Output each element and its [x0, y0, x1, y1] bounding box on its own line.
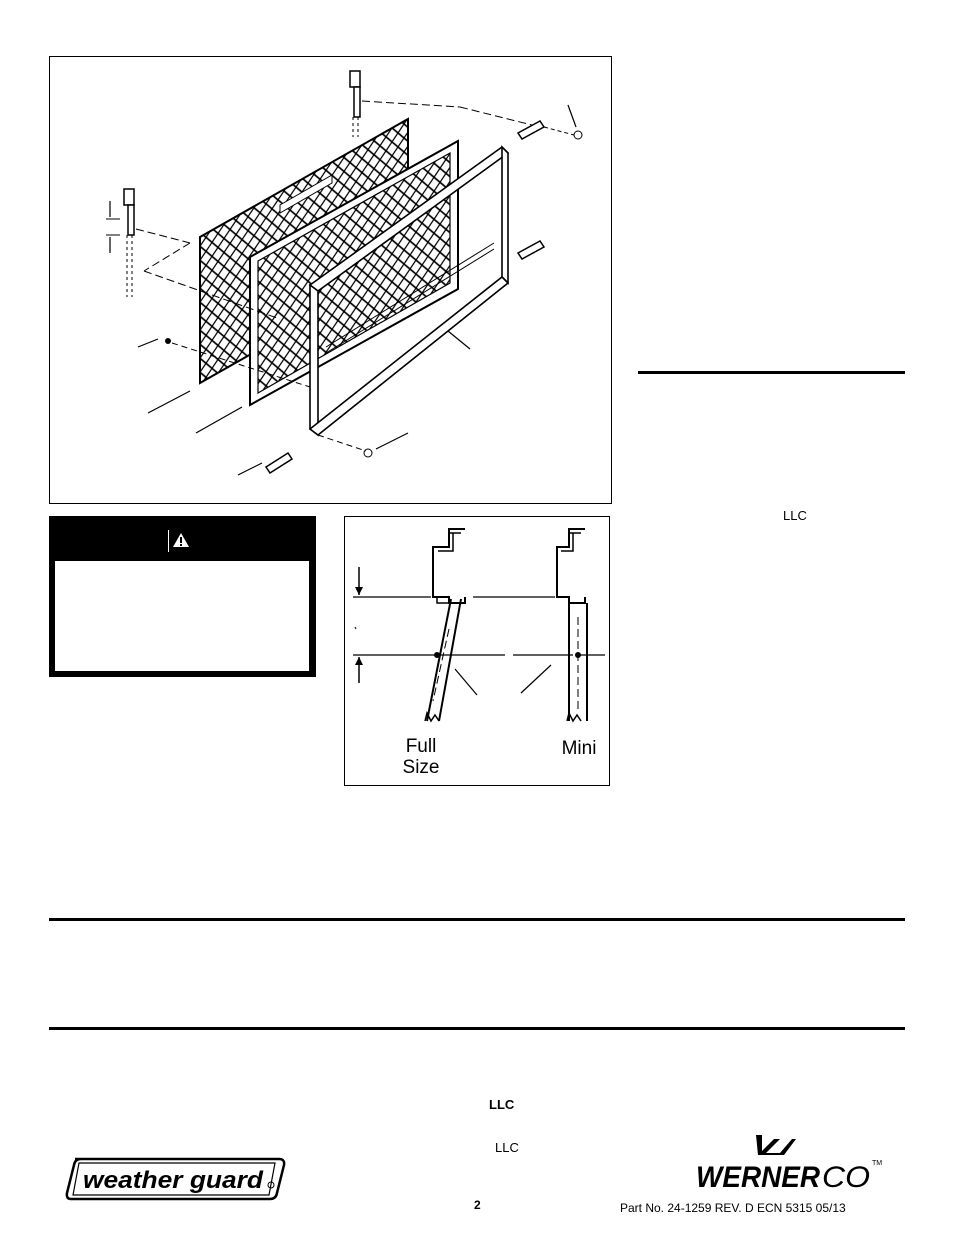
bracket-drawing: [353, 528, 605, 723]
warning-body: [55, 561, 309, 671]
page-number: 2: [474, 1198, 481, 1212]
warning-box: [49, 516, 316, 677]
footer-llc-regular: LLC: [495, 1140, 519, 1155]
footer-llc-bold: LLC: [489, 1097, 515, 1112]
warning-triangle-icon: [173, 533, 189, 547]
svg-text:WERNER: WERNER: [696, 1161, 820, 1194]
svg-text:weather guard: weather guard: [83, 1167, 264, 1194]
label-full-size: Full Size: [402, 736, 440, 778]
side-llc-text: LLC: [783, 508, 807, 523]
warning-divider: [168, 530, 169, 552]
section-rule-top: [49, 918, 905, 921]
part-number: Part No. 24-1259 REV. D ECN 5315 05/13: [620, 1201, 846, 1215]
right-column-rule: [638, 371, 905, 374]
weather-guard-logo: weather guard: [65, 1157, 286, 1201]
label-mini: Mini: [561, 738, 597, 759]
warning-header: [49, 516, 316, 560]
wernerco-logo: WERNER CO TM: [696, 1135, 882, 1194]
exploded-assembly-figure: [49, 56, 612, 504]
svg-text:CO: CO: [822, 1161, 870, 1194]
section-rule-bottom: [49, 1027, 905, 1030]
bracket-comparison-figure: Full Size Mini: [344, 516, 610, 786]
svg-text:TM: TM: [872, 1160, 882, 1167]
exploded-assembly-drawing: [106, 70, 583, 476]
